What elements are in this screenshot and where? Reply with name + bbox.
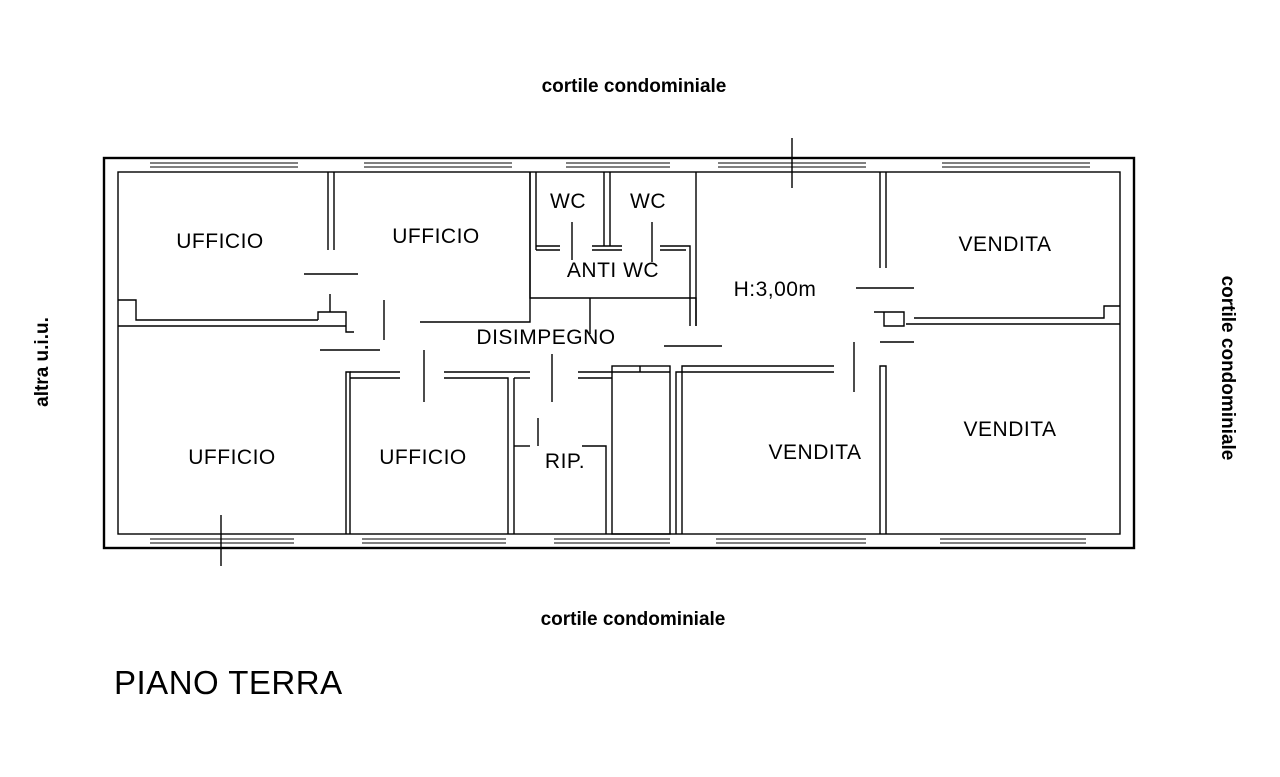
windows (150, 162, 1090, 544)
interior-walls (118, 172, 1120, 535)
room-label-wc-left: WC (550, 190, 586, 213)
room-label-ufficio-top-left: UFFICIO (176, 230, 264, 253)
outer-walls (102, 156, 1136, 550)
room-label-ufficio-bottom-left: UFFICIO (188, 446, 276, 469)
section-markers (220, 138, 793, 566)
floor-title: PIANO TERRA (114, 664, 343, 701)
room-label-wc-right: WC (630, 190, 666, 213)
room-label-vendita-bottom-center: VENDITA (769, 441, 862, 464)
room-label-disimpegno: DISIMPEGNO (476, 326, 615, 349)
ceiling-height-label: H:3,00m (734, 278, 817, 301)
surrounding-right-label: cortile condominiale (1217, 276, 1238, 461)
surrounding-left-label: altra u.i.u. (32, 317, 53, 407)
room-label-ufficio-bottom-center: UFFICIO (379, 446, 467, 469)
surrounding-top-label: cortile condominiale (542, 76, 727, 97)
room-label-vendita-top-right: VENDITA (959, 233, 1052, 256)
room-label-ripostiglio: RIP. (545, 450, 585, 473)
room-label-ufficio-top-center: UFFICIO (392, 225, 480, 248)
surrounding-bottom-label: cortile condominiale (541, 609, 726, 630)
room-label-anti-wc: ANTI WC (567, 259, 659, 282)
room-label-vendita-bottom-right: VENDITA (964, 418, 1057, 441)
